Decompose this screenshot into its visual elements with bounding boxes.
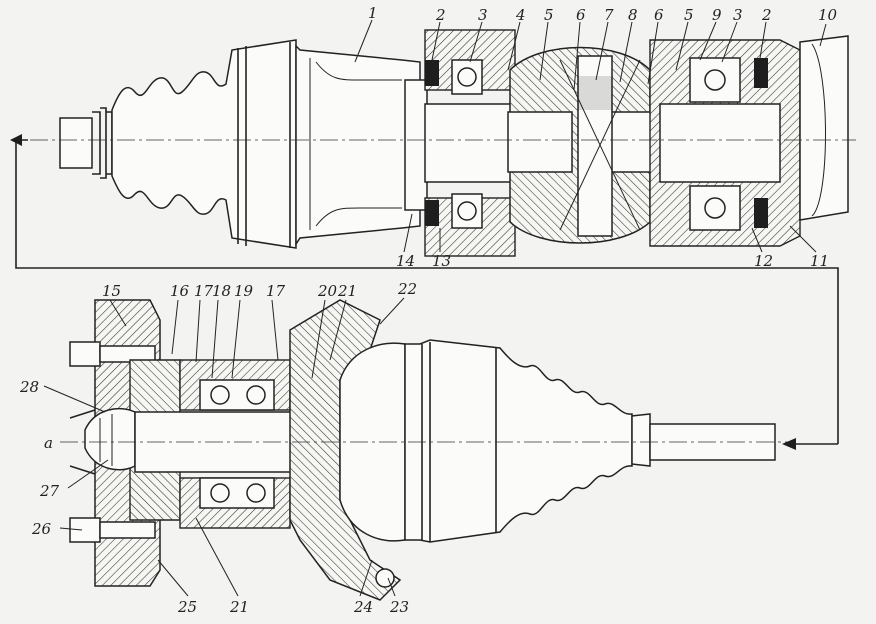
label-13: 13	[432, 252, 451, 270]
label-10: 10	[818, 6, 838, 24]
label-15: 15	[102, 282, 121, 300]
label-3b: 3	[733, 6, 743, 24]
label-17b: 17	[266, 282, 286, 300]
label-25: 25	[177, 598, 197, 616]
label-28: 28	[19, 378, 39, 396]
outer-housing	[295, 44, 421, 247]
top-assembly	[10, 29, 856, 444]
label-5b: 5	[684, 6, 694, 24]
label-4: 4	[515, 6, 526, 24]
bottom-assembly	[60, 299, 838, 601]
label-a: a	[44, 434, 53, 452]
label-9: 9	[712, 6, 722, 24]
label-7: 7	[604, 6, 614, 24]
label-19: 19	[234, 282, 254, 300]
label-12: 12	[754, 252, 773, 270]
label-2b: 2	[761, 6, 772, 24]
label-22: 22	[397, 280, 417, 298]
label-2: 2	[435, 6, 446, 24]
label-8: 8	[628, 6, 638, 24]
label-11: 11	[810, 252, 829, 270]
label-1: 1	[368, 4, 378, 22]
label-27: 27	[39, 482, 60, 500]
label-23: 23	[389, 598, 409, 616]
leader-lines	[43, 19, 827, 597]
label-21b: 21	[229, 598, 249, 616]
label-21: 21	[337, 282, 357, 300]
label-20: 20	[317, 282, 338, 300]
label-14: 14	[396, 252, 415, 270]
label-24: 24	[353, 598, 373, 616]
label-6: 6	[576, 6, 586, 24]
label-6b: 6	[654, 6, 664, 24]
label-3: 3	[478, 6, 488, 24]
label-17: 17	[194, 282, 214, 300]
part-labels: 1 2 3 4 5 6 7 8 6 5 9 3 2 10 14 13 12 11…	[19, 4, 838, 616]
left-boot	[111, 39, 297, 249]
label-18: 18	[212, 282, 231, 300]
right-boot	[404, 339, 633, 543]
label-5: 5	[544, 6, 554, 24]
label-16: 16	[170, 282, 190, 300]
label-26: 26	[31, 520, 52, 538]
